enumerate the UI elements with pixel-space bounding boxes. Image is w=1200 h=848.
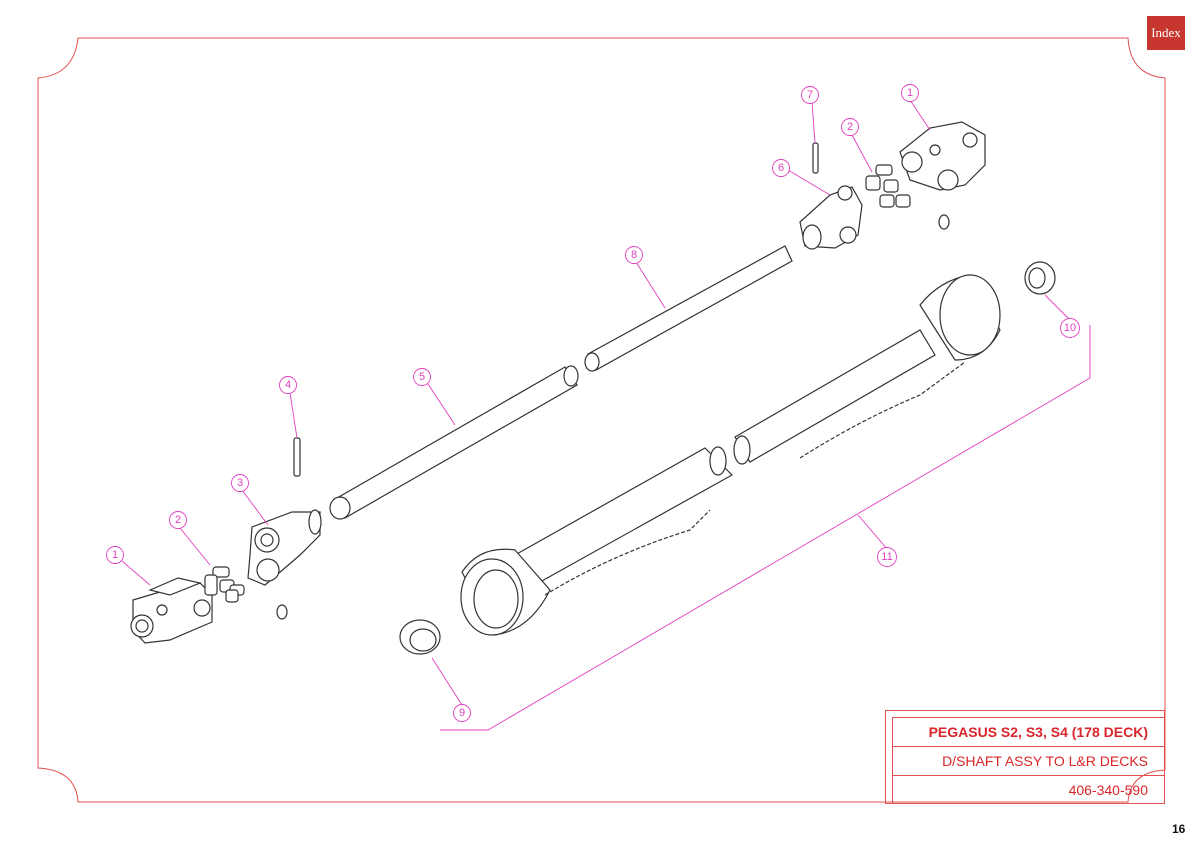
callout-labels: 1 2 3 4 5 7 2 1 6 8 10 11 9	[112, 87, 1076, 719]
callout-8	[625, 246, 643, 264]
callout-label: 10	[1064, 322, 1076, 334]
callout-11	[877, 547, 897, 567]
callout-4	[279, 376, 297, 394]
callout-3	[231, 474, 249, 492]
left-spring-pin	[293, 437, 301, 477]
model-title: PEGASUS S2, S3, S4 (178 DECK)	[893, 718, 1164, 747]
callout-10	[1060, 318, 1080, 338]
right-inner-yoke	[799, 185, 863, 250]
callout-label: 1	[112, 549, 118, 561]
callout-circles	[106, 84, 1080, 722]
inner-yoke	[247, 509, 322, 586]
assembly-title: D/SHAFT ASSY TO L&R DECKS	[893, 747, 1164, 776]
callout-1-right	[901, 84, 919, 102]
callout-label: 11	[881, 551, 892, 563]
callout-label: 5	[419, 371, 425, 383]
callout-label: 2	[847, 121, 853, 133]
callout-5	[413, 368, 431, 386]
right-cross-kit	[865, 164, 950, 230]
left-cross-kit	[204, 566, 288, 620]
left-bearing-ring	[399, 619, 441, 655]
callout-label: 8	[631, 249, 637, 261]
right-bearing-ring	[1024, 261, 1056, 295]
right-spring-pin	[812, 142, 819, 174]
callout-label: 7	[807, 89, 813, 101]
callout-2-left	[169, 511, 187, 529]
inner-tube-left	[336, 366, 578, 519]
callout-9	[453, 704, 471, 722]
callout-label: 6	[778, 162, 784, 174]
callout-2-right	[841, 118, 859, 136]
callout-label: 2	[175, 514, 181, 526]
title-block-inner: PEGASUS S2, S3, S4 (178 DECK) D/SHAFT AS…	[892, 717, 1164, 803]
line-art	[130, 121, 1056, 655]
callout-1-left	[106, 546, 124, 564]
title-block: PEGASUS S2, S3, S4 (178 DECK) D/SHAFT AS…	[885, 710, 1165, 804]
drawing-frame	[37, 37, 1166, 803]
callout-7	[801, 86, 819, 104]
callout-label: 3	[237, 477, 243, 489]
callout-6	[772, 159, 790, 177]
callout-leaders	[121, 99, 1091, 731]
upper-guard-half	[733, 274, 1001, 465]
inner-tube-right	[587, 245, 793, 371]
index-button[interactable]: Index	[1147, 16, 1185, 50]
left-end-yoke	[130, 577, 213, 644]
part-number: 406-340-590	[1068, 782, 1148, 798]
callout-label: 4	[285, 379, 291, 391]
callout-label: 9	[459, 707, 465, 719]
right-end-yoke	[899, 121, 986, 191]
callout-label: 1	[907, 87, 913, 99]
lower-guard-half	[460, 446, 733, 636]
page-number: 16	[1172, 822, 1186, 836]
